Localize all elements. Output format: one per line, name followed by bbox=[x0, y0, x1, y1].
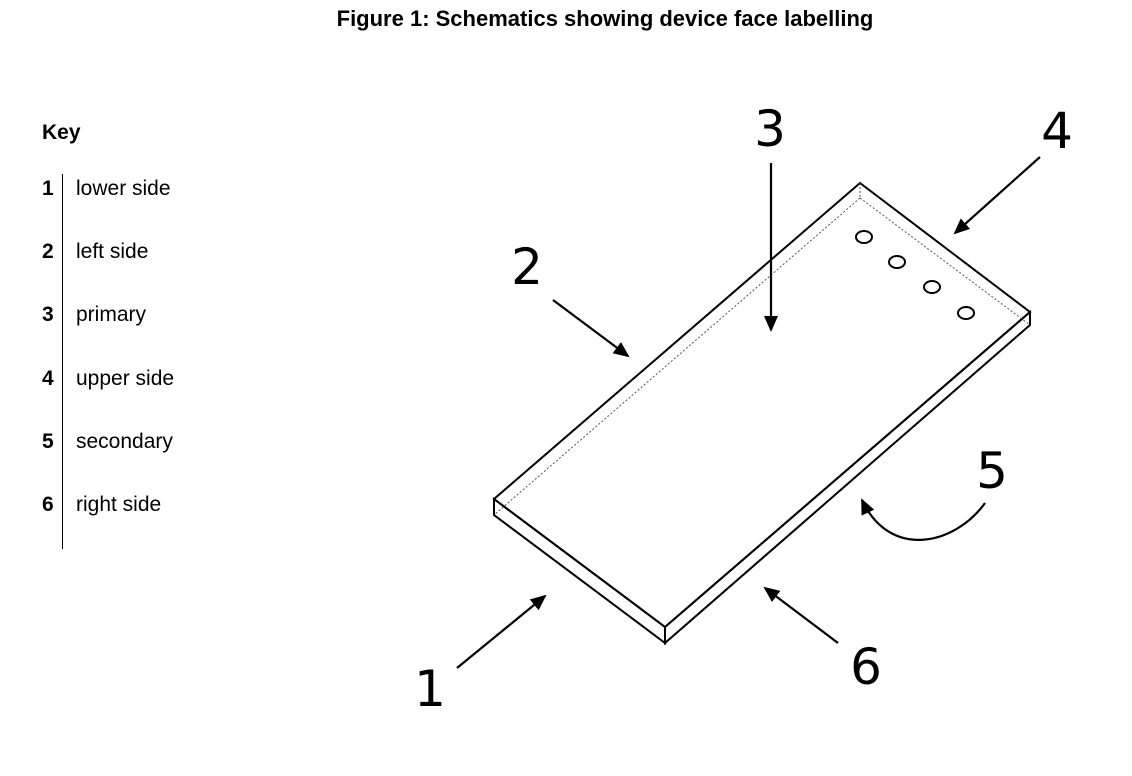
arrow-2-icon bbox=[552, 299, 630, 358]
key-number: 3 bbox=[42, 303, 54, 326]
key-number: 4 bbox=[42, 367, 54, 390]
label-2: 2 bbox=[511, 238, 543, 296]
hole-icon bbox=[855, 230, 873, 244]
key-number: 5 bbox=[42, 430, 54, 453]
key-number: 1 bbox=[42, 177, 54, 200]
hole-icon bbox=[923, 280, 941, 294]
arrow-4-icon bbox=[953, 156, 1041, 235]
key-label: right side bbox=[76, 493, 162, 516]
arrows bbox=[456, 156, 1041, 669]
key-number: 6 bbox=[42, 493, 54, 516]
label-1: 1 bbox=[414, 660, 446, 718]
key-label: primary bbox=[76, 303, 147, 326]
hole-icon bbox=[888, 255, 906, 269]
label-6: 6 bbox=[850, 638, 882, 696]
key-heading: Key bbox=[42, 121, 81, 144]
hidden-edges bbox=[493, 183, 1031, 516]
label-4: 4 bbox=[1041, 102, 1073, 160]
key-label: lower side bbox=[76, 177, 171, 200]
arrow-1-icon bbox=[456, 594, 547, 669]
label-5: 5 bbox=[976, 442, 1008, 500]
device-body bbox=[492, 181, 1032, 646]
key-number: 2 bbox=[42, 240, 54, 263]
key-divider bbox=[62, 174, 63, 549]
key-label: secondary bbox=[76, 430, 173, 453]
lower-side-face bbox=[493, 497, 666, 645]
arrow-6-icon bbox=[763, 586, 839, 644]
device-holes bbox=[855, 230, 975, 320]
arrow-5-icon bbox=[861, 498, 986, 541]
label-3: 3 bbox=[754, 100, 786, 158]
key-label: upper side bbox=[76, 367, 175, 390]
figure-title: Figure 1: Schematics showing device face… bbox=[336, 6, 874, 31]
hole-icon bbox=[957, 306, 975, 320]
key-label: left side bbox=[76, 240, 149, 263]
